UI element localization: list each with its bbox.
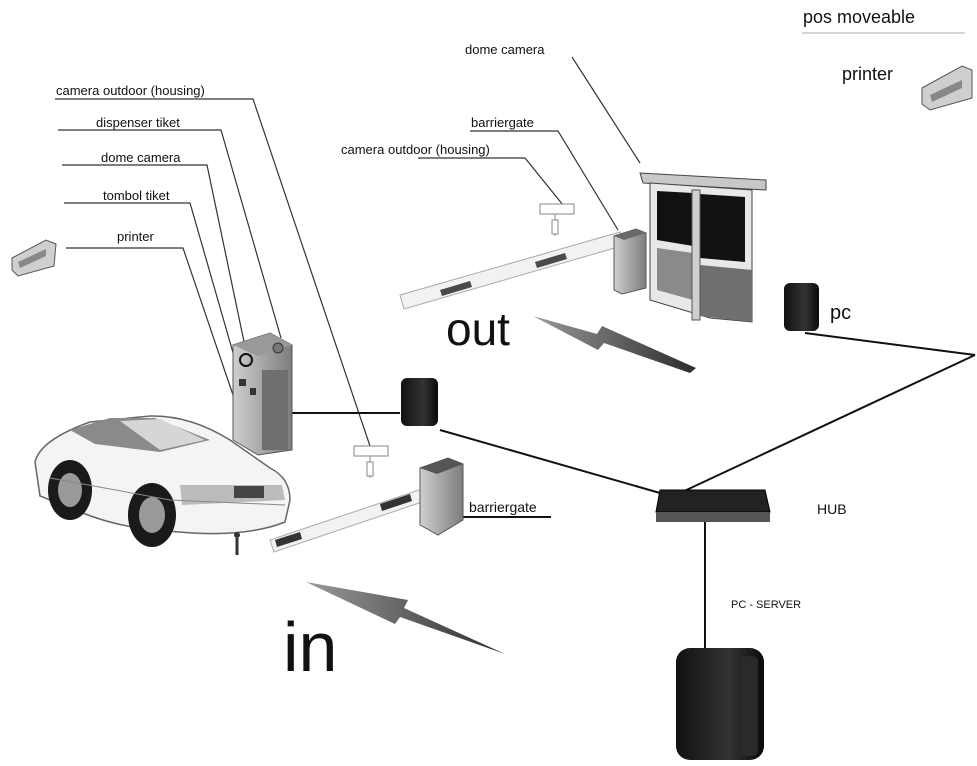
entry-dome-camera-label: dome camera [101,150,181,165]
in-label: in [283,608,338,686]
ticket-dispenser [232,332,293,456]
out-label: out [446,303,510,355]
entry-printer-label: printer [117,229,154,244]
entry-pc-icon [401,378,438,426]
leader-lines [55,32,965,518]
entry-camera-housing [353,445,389,478]
leader-dome-camera-exit [571,56,641,164]
exit-barriergate-label: barriergate [471,115,534,130]
entry-camera-outdoor-label: camera outdoor (housing) [56,83,205,98]
exit-camera-outdoor-label: camera outdoor (housing) [341,142,490,157]
leader-dome-camera-entry [62,164,248,357]
dispenser-dome-camera [239,353,253,367]
entry-barriergate-label: barriergate [469,499,537,515]
pos-printer-icon [921,65,973,111]
dispenser-label: dispenser tiket [96,115,180,130]
exit-pc-label: pc [830,302,852,324]
leader-dispenser [58,129,282,339]
network-cables [292,332,976,650]
server-label: PC - SERVER [731,599,802,611]
leader-camera-outdoor-entry [55,98,374,456]
exit-barrier-gate [399,228,647,310]
exit-pc-icon [784,283,819,331]
leader-tombol [64,202,239,371]
tombol-label: tombol tiket [103,188,170,203]
ticket-button-pole [234,532,240,555]
leader-camera-outdoor-exit [418,157,564,206]
in-arrow [306,582,505,654]
leader-barriergate-exit [470,130,619,231]
exit-camera-housing [539,203,575,236]
leader-printer-entry [66,247,234,396]
pos-moveable-label: pos moveable [803,7,916,27]
hub-label: HUB [817,501,847,517]
car-image [34,415,291,547]
server-icon [676,648,764,760]
exit-dome-camera-label: dome camera [465,42,545,57]
pos-printer-label: printer [842,64,894,84]
hub-device [655,489,771,522]
entry-printer-icon [11,239,57,277]
out-arrow [533,316,696,373]
guard-booth [639,172,767,323]
entry-barrier-gate [269,457,464,553]
